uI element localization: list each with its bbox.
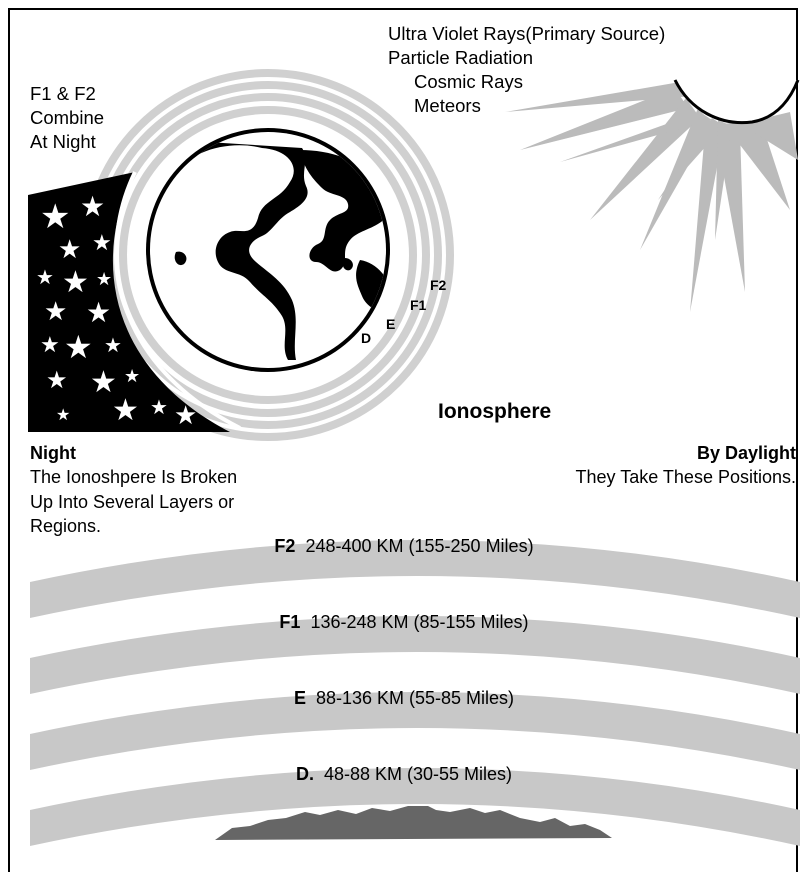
band-label-e: E 88-136 KM (55-85 Miles) <box>0 688 808 709</box>
night-line-2: Up Into Several Layers or <box>30 492 235 512</box>
svg-text:★: ★ <box>174 401 197 431</box>
combine-line-3: At Night <box>30 131 96 152</box>
svg-text:★: ★ <box>86 296 111 329</box>
band-label-d: D. 48-88 KM (30-55 Miles) <box>0 764 808 785</box>
band-name-f2: F2 <box>274 536 296 556</box>
daylight-heading: By Daylight <box>696 443 796 463</box>
ionosphere-bands <box>30 540 800 846</box>
svg-text:★: ★ <box>46 366 68 394</box>
svg-text:★: ★ <box>96 269 112 290</box>
svg-text:★: ★ <box>36 265 54 289</box>
night-sky: ★ ★ ★ ★ ★ ★ ★ ★ ★ ★ ★ ★ ★ ★ ★ ★ ★ ★ ★ <box>28 171 241 432</box>
night-heading: Night <box>30 443 76 463</box>
band-label-f1: F1 136-248 KM (85-155 Miles) <box>0 612 808 633</box>
band-label-f2: F2 248-400 KM (155-250 Miles) <box>0 536 808 557</box>
radiation-source-particle: Particle Radiation <box>388 47 533 68</box>
band-name-f1: F1 <box>279 612 301 632</box>
marker-d: D <box>361 330 372 346</box>
svg-text:★: ★ <box>80 190 105 223</box>
svg-text:★: ★ <box>40 333 60 358</box>
svg-text:★: ★ <box>56 405 70 424</box>
combine-line-1: F1 & F2 <box>30 83 96 104</box>
svg-text:★: ★ <box>64 328 93 366</box>
radiation-source-meteors: Meteors <box>414 95 481 116</box>
svg-text:★: ★ <box>90 365 117 400</box>
svg-text:★: ★ <box>62 265 89 300</box>
band-range-e: 88-136 KM (55-85 Miles) <box>315 688 515 708</box>
svg-text:★: ★ <box>104 333 122 357</box>
band-f1 <box>30 616 800 694</box>
svg-text:★: ★ <box>40 197 70 237</box>
band-f2 <box>30 540 800 618</box>
band-name-d: D. <box>295 764 314 784</box>
diagram-frame <box>8 8 798 872</box>
sun-rays-icon <box>505 79 800 312</box>
radiation-source-cosmic: Cosmic Rays <box>414 71 523 92</box>
svg-text:★: ★ <box>112 393 139 428</box>
band-d <box>30 768 800 846</box>
band-range-f2: 248-400 KM (155-250 Miles) <box>305 536 534 556</box>
svg-text:★: ★ <box>124 366 140 387</box>
stars: ★ ★ ★ ★ ★ ★ ★ ★ ★ ★ ★ ★ ★ ★ ★ ★ ★ ★ ★ <box>36 190 197 431</box>
marker-f1: F1 <box>410 297 427 313</box>
marker-e: E <box>386 316 396 332</box>
combine-line-2: Combine <box>30 107 105 128</box>
earth-globe-icon <box>146 128 390 372</box>
mountain-silhouette <box>215 806 612 840</box>
radiation-source-uv: Ultra Violet Rays(Primary Source) <box>388 23 666 44</box>
band-e <box>30 692 800 770</box>
band-range-d: 48-88 KM (30-55 Miles) <box>323 764 513 784</box>
night-line-3: Regions. <box>30 516 102 536</box>
svg-text:★: ★ <box>150 395 168 419</box>
diagram-title: Ionosphere <box>438 400 552 423</box>
night-line-1: The Ionoshpere Is Broken <box>30 467 238 487</box>
marker-f2: F2 <box>430 277 447 293</box>
svg-text:★: ★ <box>58 235 81 265</box>
daylight-line: They Take These Positions. <box>575 467 796 487</box>
band-name-e: E <box>293 688 306 708</box>
band-range-f1: 136-248 KM (85-155 Miles) <box>310 612 529 632</box>
svg-text:★: ★ <box>92 231 112 256</box>
svg-text:★: ★ <box>44 297 67 327</box>
